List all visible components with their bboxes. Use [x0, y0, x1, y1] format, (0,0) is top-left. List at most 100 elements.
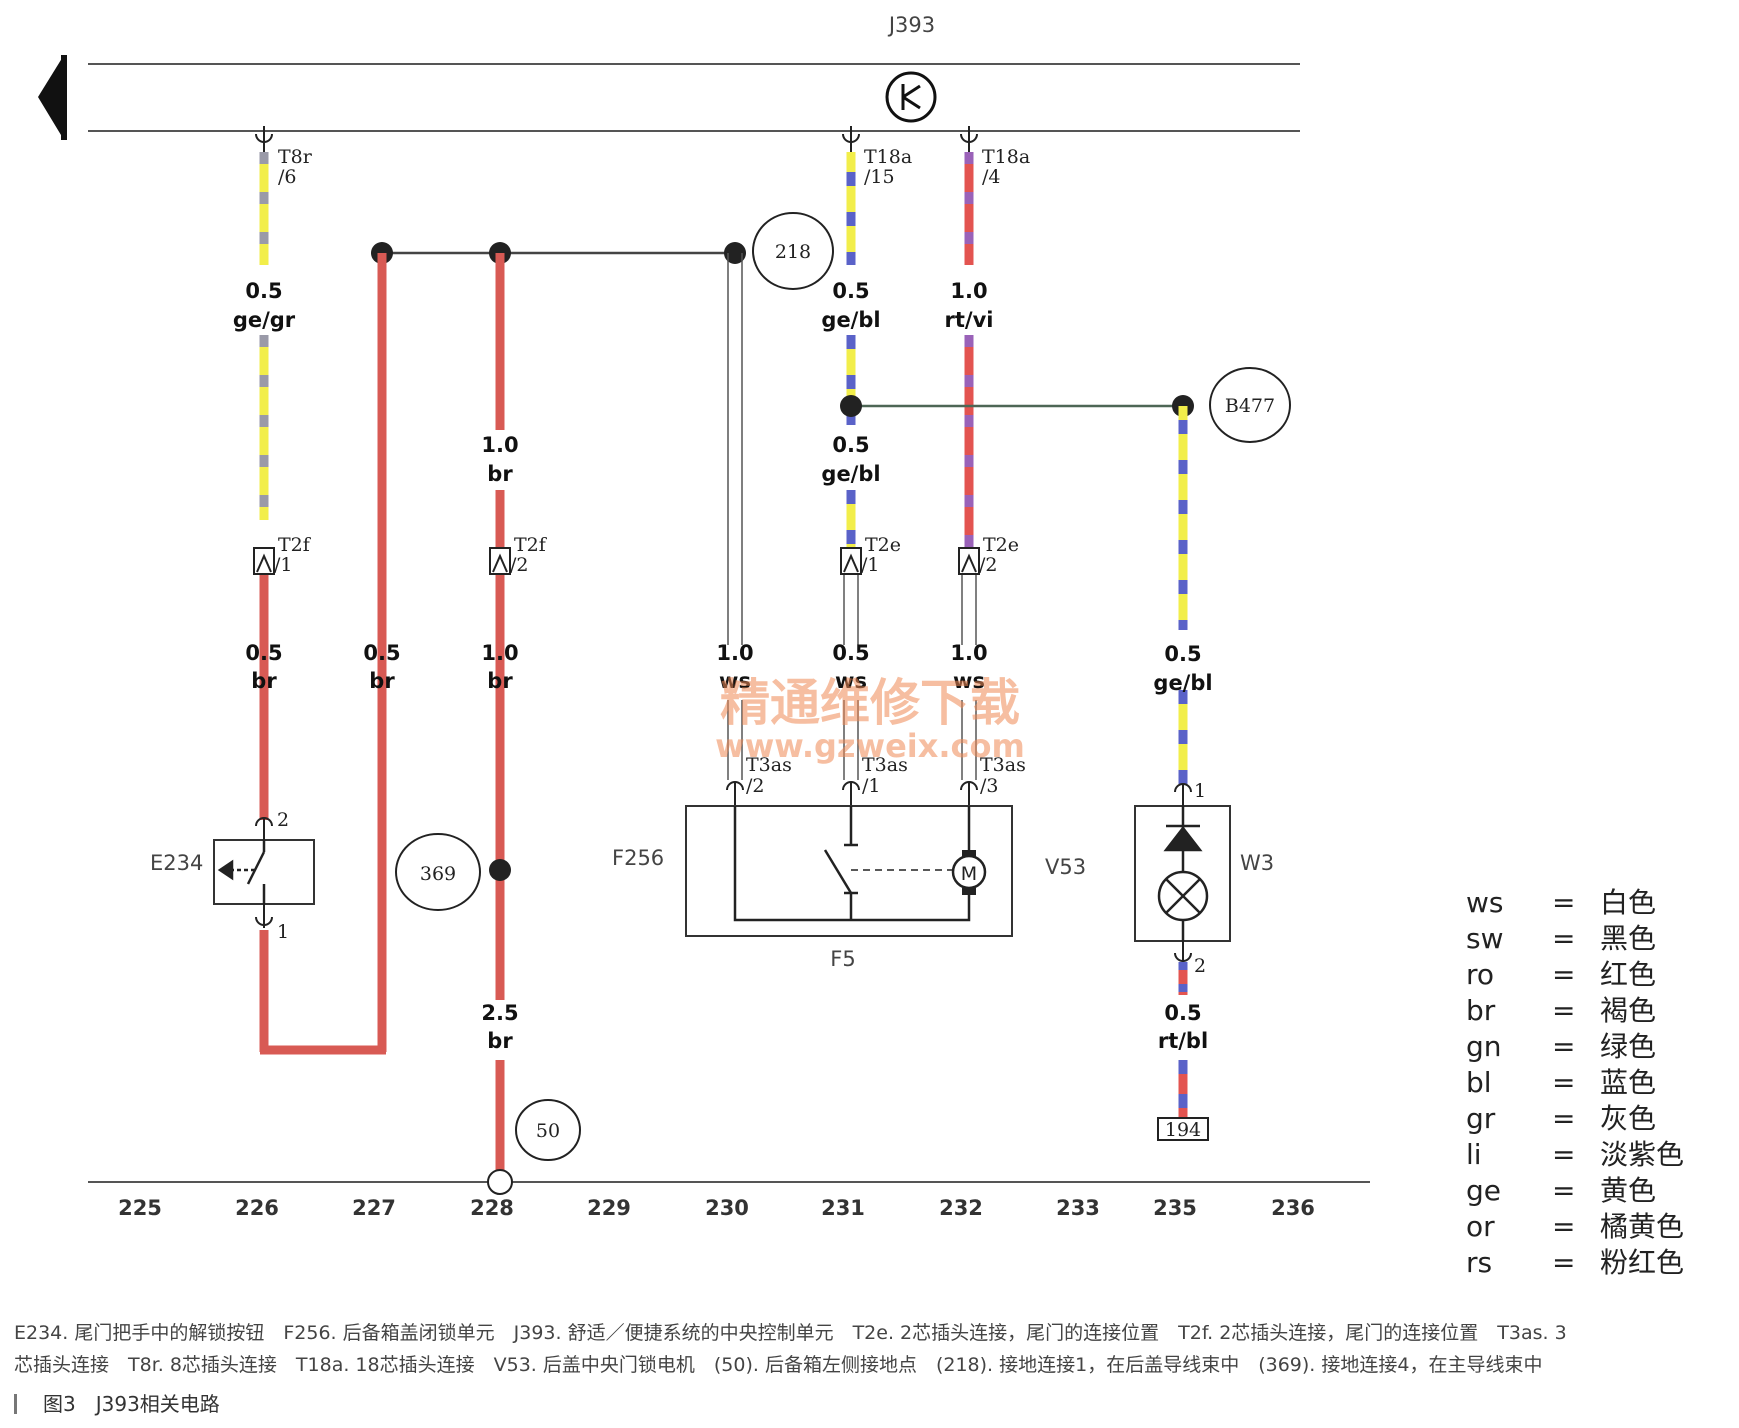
legend-eq: = [1552, 1210, 1575, 1243]
pin-symbol [1174, 783, 1192, 962]
connector-t18a-4: T18a [982, 146, 1030, 168]
wire-size-label: 0.5 [363, 641, 400, 665]
wire-color-label: br [369, 669, 395, 693]
caption-line-2: 芯插头连接 T8r. 8芯插头连接 T18a. 18芯插头连接 V53. 后盖中… [14, 1354, 1543, 1376]
junction-dot [840, 395, 862, 417]
control-unit-label: J393 [887, 13, 935, 37]
component-f256: F256 [612, 846, 664, 870]
track-number: 229 [587, 1196, 631, 1220]
wire-color-label: rt/bl [1158, 1029, 1208, 1053]
node-50: 50 [536, 1120, 560, 1142]
legend-name: 绿色 [1600, 1030, 1656, 1063]
continuation-arrow [38, 55, 64, 140]
connector-t2f-1-pin: /1 [274, 554, 293, 576]
junction-dot [489, 859, 511, 881]
pin-symbol [255, 126, 978, 152]
connector-plug-symbol [253, 547, 980, 575]
legend-name: 黑色 [1600, 922, 1656, 955]
lamp-icon [1157, 870, 1209, 941]
connector-t2e-1-pin: /1 [861, 554, 880, 576]
component-w3: W3 [1240, 851, 1274, 875]
connector-t3as-1-pin: /1 [862, 775, 881, 797]
legend-eq: = [1552, 994, 1575, 1027]
node-50-circle [515, 1099, 581, 1161]
connector-t2f-2-pin: /2 [510, 554, 529, 576]
legend-code: ws [1466, 886, 1504, 919]
legend-name: 白色 [1600, 886, 1656, 919]
track-numbers: 225 226 227 228 229 230 231 232 233 235 … [118, 1196, 1315, 1220]
legend-code: li [1466, 1138, 1482, 1171]
figure-title-text: 图3 J393相关电路 [43, 1392, 220, 1416]
wire-size-label: 0.5 [1164, 1001, 1201, 1025]
wire-size-label: 0.5 [832, 279, 869, 303]
track-number: 236 [1271, 1196, 1315, 1220]
legend-code: rs [1466, 1246, 1492, 1279]
legend-eq: = [1552, 958, 1575, 991]
wire-color-label: ws [719, 669, 751, 693]
track-number: 225 [118, 1196, 162, 1220]
legend-code: sw [1466, 922, 1504, 955]
connector-t2e-2: T2e [983, 534, 1019, 556]
track-number: 232 [939, 1196, 983, 1220]
figure-title-bar [14, 1394, 17, 1414]
node-218-circle [752, 212, 834, 290]
track-number: 227 [352, 1196, 396, 1220]
wire-size-label: 0.5 [245, 641, 282, 665]
wire-size-label: 2.5 [481, 1001, 518, 1025]
component-e234: E234 [150, 851, 203, 875]
legend-code: gr [1466, 1102, 1496, 1135]
pin-symbol [726, 781, 978, 806]
wire-color-label: br [251, 669, 277, 693]
wire-size-label: 1.0 [950, 641, 987, 665]
legend-eq: = [1552, 1246, 1575, 1279]
wire-size-label: 0.5 [832, 641, 869, 665]
connector-t3as-2-pin: /2 [746, 775, 765, 797]
legend-code: gn [1466, 1030, 1502, 1063]
legend-eq: = [1552, 1102, 1575, 1135]
track-number: 230 [705, 1196, 749, 1220]
ground-point [487, 1169, 513, 1195]
node-b477: B477 [1225, 395, 1275, 417]
legend-name: 红色 [1600, 958, 1656, 991]
legend-code: bl [1466, 1066, 1492, 1099]
e234-pin-1: 1 [277, 921, 289, 943]
reference-194: 194 [1165, 1119, 1201, 1141]
legend-eq: = [1552, 922, 1575, 955]
legend-eq: = [1552, 1138, 1575, 1171]
w3-pin-1: 1 [1194, 780, 1206, 802]
wire-size-label: 1.0 [950, 279, 987, 303]
watermark-url: www.gzweix.com [715, 727, 1025, 765]
legend-name: 淡紫色 [1600, 1138, 1684, 1171]
wire-color-label: ws [835, 669, 867, 693]
connector-t18a-4-pin: /4 [982, 166, 1001, 188]
connector-t3as-1: T3as [862, 754, 908, 776]
wire-size-label: 1.0 [481, 433, 518, 457]
legend-code: ge [1466, 1174, 1501, 1207]
e234-pin-2: 2 [277, 809, 289, 831]
connector-t3as-3: T3as [980, 754, 1026, 776]
wire-color-label: br [487, 462, 513, 486]
watermark-title: 精通维修下载 [720, 674, 1020, 732]
wire-size-label: 0.5 [1164, 642, 1201, 666]
node-369: 369 [420, 863, 456, 885]
connector-t2f-1: T2f [278, 534, 312, 556]
track-number: 235 [1153, 1196, 1197, 1220]
caption-line-1: E234. 尾门把手中的解锁按钮 F256. 后备箱盖闭锁单元 J393. 舒适… [14, 1322, 1567, 1344]
legend-name: 橘黄色 [1600, 1210, 1684, 1243]
wire-size-label: 1.0 [716, 641, 753, 665]
connector-t8r-pin: /6 [278, 166, 297, 188]
diode-icon [1163, 806, 1203, 872]
connector-t2e-1: T2e [865, 534, 901, 556]
lock-unit-circuit [733, 806, 971, 922]
track-number: 233 [1056, 1196, 1100, 1220]
component-f5: F5 [830, 947, 855, 971]
white-wires [727, 253, 977, 780]
component-v53: V53 [1045, 855, 1086, 879]
legend-name: 粉红色 [1600, 1246, 1684, 1279]
wire-size-label: 1.0 [481, 641, 518, 665]
track-number: 231 [821, 1196, 865, 1220]
connector-t8r: T8r [278, 146, 313, 168]
legend-name: 灰色 [1600, 1102, 1656, 1135]
legend-name: 褐色 [1600, 994, 1656, 1027]
junction-dot [724, 242, 746, 264]
